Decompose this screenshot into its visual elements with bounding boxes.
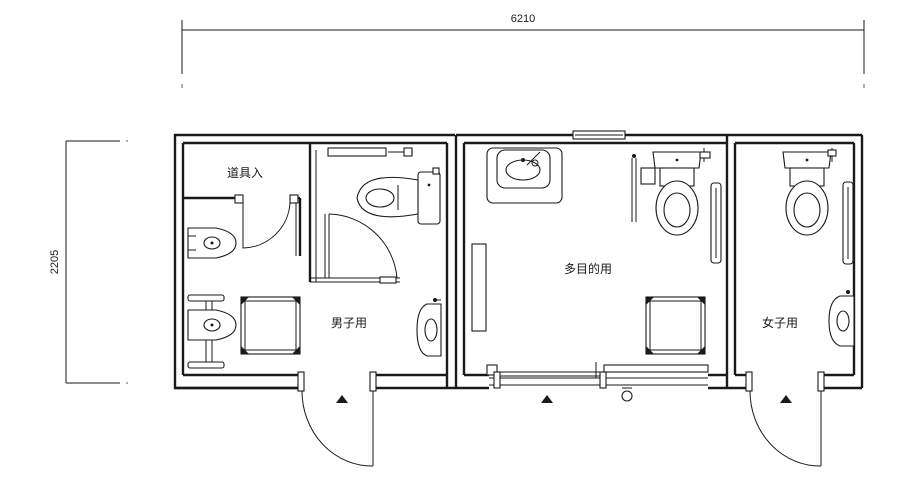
womens-room: 女子用 — [762, 148, 855, 347]
floor-drain-icon — [645, 296, 706, 355]
storage-door-swing — [242, 202, 291, 249]
handrail-icon — [842, 181, 854, 265]
washbasin-icon — [828, 290, 855, 347]
toilet-icon — [640, 148, 711, 236]
handrail-icon — [710, 182, 722, 264]
mens-room-label: 男子用 — [331, 316, 367, 330]
womens-room-label: 女子用 — [762, 315, 798, 330]
storage-room: 道具入 — [183, 166, 302, 256]
vent-icon — [572, 130, 626, 140]
height-dimension: 2205 — [49, 140, 128, 384]
exterior-walls — [173, 133, 864, 390]
door-handle-icon — [621, 390, 633, 402]
multipurpose-room: 多目的用 — [471, 130, 722, 355]
womens-entry-door — [745, 371, 825, 467]
multipurpose-label: 多目的用 — [564, 261, 612, 276]
entrance-arrow-icon — [336, 395, 348, 403]
mens-room: 男子用 — [187, 143, 442, 369]
floor-drain-icon — [240, 296, 301, 355]
urinal-icon — [187, 227, 237, 259]
toilet-icon — [782, 148, 837, 236]
urinal-icon — [187, 309, 237, 341]
mens-entry-door — [297, 371, 377, 467]
width-dimension: 6210 — [181, 13, 865, 88]
handrail-icon — [471, 243, 487, 332]
toilet-icon — [356, 167, 441, 225]
stall-door-swing — [328, 213, 398, 279]
height-dimension-label: 2205 — [49, 250, 61, 274]
washbasin-icon — [416, 298, 442, 357]
width-dimension-label: 6210 — [511, 13, 535, 25]
entrance-arrow-icon — [780, 395, 792, 403]
handrail-icon — [327, 147, 413, 157]
sliding-door — [486, 362, 709, 403]
storage-label: 道具入 — [227, 166, 263, 180]
entrance-arrow-icon — [541, 395, 553, 403]
washbasin-icon — [486, 147, 563, 204]
